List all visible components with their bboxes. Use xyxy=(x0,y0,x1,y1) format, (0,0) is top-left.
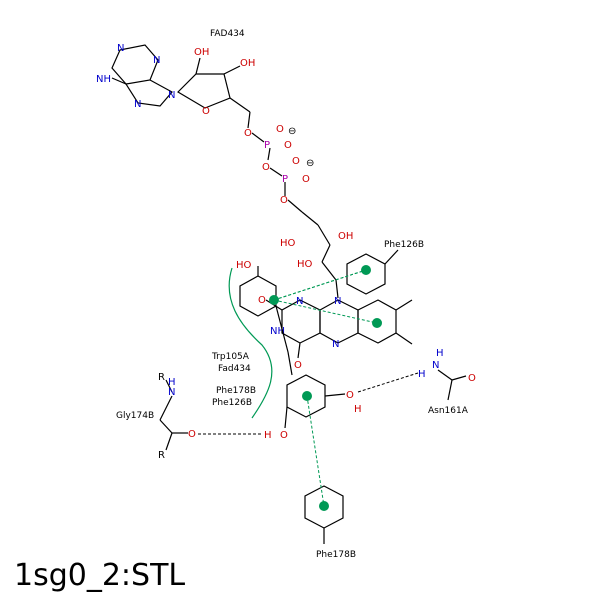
charge-1: ⊖ xyxy=(288,126,296,137)
atom-n-iso-1: N xyxy=(296,296,303,307)
gly174-group xyxy=(159,379,188,451)
adenine-group xyxy=(111,44,173,107)
atom-o-2: O xyxy=(276,124,284,135)
atom-ho-chain-1: HO xyxy=(280,238,296,249)
atom-o-ribose: O xyxy=(202,106,210,117)
residue-label-gly174: Gly174B xyxy=(116,411,154,421)
ribose-group xyxy=(177,57,251,129)
pi-stacking-lines xyxy=(273,269,378,507)
atom-o-7: O xyxy=(280,195,288,206)
atom-h-asn-2: H xyxy=(436,348,444,359)
hydrophobic-label-1: Trp105A xyxy=(211,352,250,362)
atom-n-4: N xyxy=(134,99,141,110)
phosphate-chain xyxy=(251,132,339,299)
atom-oh-ribose-1: OH xyxy=(194,47,209,58)
atom-n-iso-2: N xyxy=(334,296,341,307)
hydrophobic-label-4: Phe126B xyxy=(212,398,252,408)
atom-oh-chain-1: OH xyxy=(338,231,353,242)
atom-r-gly-1: R xyxy=(158,372,165,383)
atom-oh-ribose-2: OH xyxy=(240,58,255,69)
atom-n-1: N xyxy=(117,43,124,54)
atom-p-2: P xyxy=(282,174,288,185)
residue-label-asn161: Asn161A xyxy=(428,406,469,416)
charge-2: ⊖ xyxy=(306,158,314,169)
atom-n-asn: N xyxy=(432,360,439,371)
atom-r-gly-2: R xyxy=(158,450,165,461)
atom-o-5: O xyxy=(292,156,300,167)
diagram-title: 1sg0_2:STL xyxy=(14,558,185,593)
residue-label-phe126: Phe126B xyxy=(384,240,424,250)
phe126-ring xyxy=(346,249,399,295)
atom-o-4: O xyxy=(262,162,270,173)
atom-ho-chain-2: HO xyxy=(297,259,313,270)
atom-h-resorcinol-2: H xyxy=(264,430,272,441)
atom-nh-iso: NH xyxy=(270,326,285,337)
hydrogen-bonds xyxy=(198,372,419,435)
atom-oh-resorcinol: O xyxy=(346,390,354,401)
atom-p-1: P xyxy=(264,140,270,151)
atom-o-resorcinol-2: O xyxy=(280,430,288,441)
residue-label-fad: FAD434 xyxy=(210,29,245,39)
adenine-nitrogen-labels: N N N N NH xyxy=(96,43,175,110)
atom-n-iso-3: N xyxy=(332,339,339,350)
ligand-resorcinol xyxy=(284,374,346,429)
residue-label-phe178: Phe178B xyxy=(316,550,356,560)
phe178-ring xyxy=(304,485,344,544)
atom-nh2: NH xyxy=(96,74,111,85)
atom-o-asn: O xyxy=(468,373,476,384)
atom-n-gly: N xyxy=(168,387,175,398)
atom-h-resorcinol-1: H xyxy=(354,404,362,415)
atom-o-gly: O xyxy=(188,429,196,440)
hydrophobic-label-2: Fad434 xyxy=(218,364,251,374)
asn161-group xyxy=(437,369,467,401)
atom-h-gly: H xyxy=(168,377,176,388)
atom-o-3: O xyxy=(284,140,292,151)
hydrophobic-label-3: Phe178B xyxy=(216,386,256,396)
atom-h-asn: H xyxy=(418,369,426,380)
atom-o-iso-1: O xyxy=(258,295,266,306)
atom-o-iso-2: O xyxy=(294,360,302,371)
hydrophobic-contact-curve xyxy=(228,267,273,419)
atom-o-1: O xyxy=(244,128,252,139)
atom-o-6: O xyxy=(302,174,310,185)
ligand-upper-phenol xyxy=(239,266,293,376)
atom-ho-ligand: HO xyxy=(236,260,252,271)
atom-n-2: N xyxy=(153,55,160,66)
atom-n-3: N xyxy=(168,90,175,101)
